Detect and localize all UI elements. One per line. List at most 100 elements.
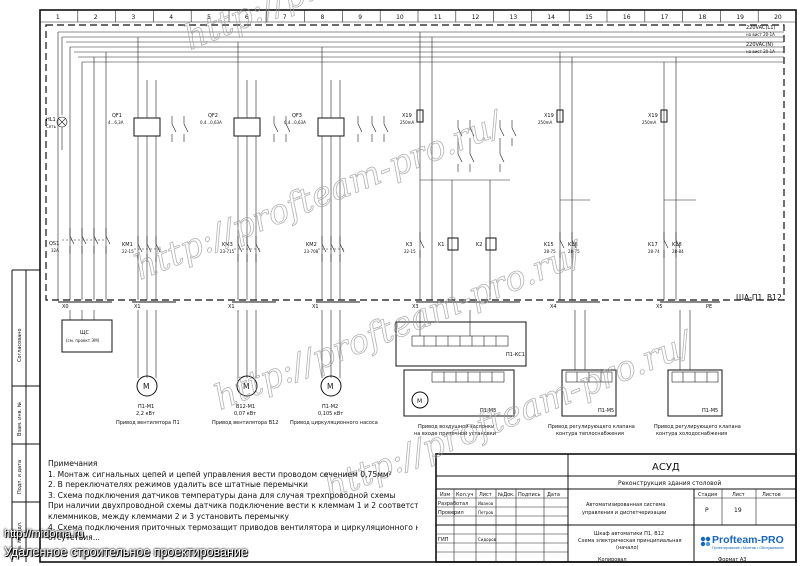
k17-label: K17 [648,242,658,248]
terminal-x0: X0 [62,304,69,310]
terminal-pe: PE [706,304,712,310]
grid-column-number: 1 [56,14,60,21]
terminal-x5: X5 [656,304,663,310]
qf2-label: QF2 [208,113,218,119]
motor-3-power: 0,105 кВт [318,411,343,417]
x19b-sub: 250mA [538,120,553,125]
tb-system: Автоматизированная система [586,502,665,508]
shch-box [61,319,113,353]
qs1-label: QS1 [49,241,59,247]
strip-inv-no-label: Взам. инв. № [17,401,23,436]
tb-sheet-no: 19 [734,507,742,514]
k1-label: K1 [438,242,444,248]
note-line: 1. Монтаж сигнальных цепей и цепей управ… [48,469,392,479]
strip-sign-date-label: Подп. и дата [17,460,23,494]
x19a-sub: 250mA [400,120,415,125]
logo-name: Profteam-PRO [712,534,784,546]
grid-column-number: 11 [434,14,442,21]
km1-sub: 22-15 [122,249,134,254]
tb-prov: Проверил [438,510,464,516]
tb-gip: ГИП [438,537,449,543]
shch-sub: (см. проект ЭМ) [66,338,100,343]
tb-project: Реконструкция здания столовой [618,480,721,487]
motor-2-symbol: M [243,382,249,391]
notes-lines: 1. Монтаж сигнальных цепей и цепей управ… [48,470,418,544]
site-url[interactable]: http://midoma.ru [4,528,84,540]
note-line: 2. В переключателях режимов удалить все … [48,480,308,490]
valve-2-caption-1: Привод регулирующего клапана [654,424,741,430]
control-wiring [416,32,696,300]
x19a-label: X19 [402,113,412,119]
qf2-sub: 0,4...0,63А [200,120,222,125]
k16-sub: 28-75 [568,249,580,254]
km3-label: KM3 [222,242,233,248]
tb-h-list2: Лист [732,492,745,498]
tb-doc1: Шкаф автоматики П1, В12 [594,531,664,537]
motor-1-power: 2,2 кВт [136,411,155,417]
tb-h-list: Лист [479,492,492,498]
note-line: 3. Схема подключения датчиков температур… [48,490,396,500]
motor-1-label: П1-М1 [138,404,154,410]
grid-column-number: 20 [774,14,782,21]
notes-block: Примечания 1. Монтаж сигнальных цепей и … [48,459,418,544]
qf3-sub: 0,4...0,63А [284,120,306,125]
x19b-label: X19 [544,113,554,119]
terminal-x1b: X1 [228,304,235,310]
note-line: 4. Схема подключения приточных термозащи… [48,522,418,532]
grid-column-number: 13 [510,14,518,21]
tb-h-stadia: Стадия [698,492,717,498]
supply-l1-sub: на вист 20-1А [746,32,775,37]
qf3-label: QF3 [292,113,302,119]
km3-sub: 23-715 [220,249,235,254]
p1-m5-label: П1-М5 [598,408,614,414]
grid-column-number: 17 [661,14,669,21]
terminal-x1: X1 [134,304,141,310]
k15-sub: 28-75 [544,249,556,254]
motor-1 [136,375,158,397]
motor-3 [320,375,342,397]
x19c-sub: 250mA [642,120,657,125]
grid-column-number: 7 [283,14,287,21]
profteam-logo-icon [700,536,711,547]
valve-actuator-cooling [667,369,723,417]
valve-1-caption-2: контура теплоснабжения [556,431,624,437]
qs1-sub: 32А [51,248,59,253]
supply-rails [57,31,784,300]
strip-agreed-label: Согласовано [17,328,23,362]
k16-label: K16 [568,242,578,248]
motor-2-label: В12-М1 [236,404,255,410]
p1-kc1-block [395,321,527,367]
valve-2-caption-2: контура холодоснабжения [656,431,727,437]
valve-1-caption-1: Привод регулирующего клапана [548,424,635,430]
note-line: При наличии двухпроводной схемы датчика … [48,501,418,511]
qf-breakers [133,37,345,300]
shch-label: ЩС [80,330,89,336]
p1-m5b-label: П1-М5 [702,408,718,414]
km2-sub: 23-708 [304,249,319,254]
hl1-sub: Сеть [46,124,57,129]
tb-h-podp: Подпись [518,492,541,498]
watermark-2: http://profteam-pro.ru/ [128,103,510,288]
tb-doc3: (начало) [616,545,639,551]
grid-column-number: 16 [623,14,631,21]
strip-inv-orig-label: Инв. № подл. [17,521,23,556]
motor-2-caption: Привод вентилятора В12 [212,420,278,426]
tb-gip-name: Сидоров [478,537,497,542]
title-block [435,453,797,563]
tb-system2: управления и диспетчеризации [582,510,666,516]
k17-sub: 28-74 [648,249,660,254]
damper-caption-1: Привод воздушной заслонки [418,423,494,430]
qf1-label: QF1 [112,113,122,119]
hl1-lamp [56,37,68,150]
damper-actuator [403,369,515,417]
grid-column-number: 19 [736,14,744,21]
km1-label: KM1 [122,242,133,248]
grid-column-number: 5 [207,14,211,21]
grid-column-number: 9 [358,14,362,21]
tb-razrab-name: Иванов [478,501,494,506]
note-line: клеммников, между клеммами 2 и 3 установ… [48,511,290,521]
terminal-x4: X4 [550,304,557,310]
tb-h-izm: Изм [440,492,450,498]
tb-doc2: Схема электрическая принципиальная [578,538,681,544]
motor-3-label: П1-М2 [322,404,338,410]
